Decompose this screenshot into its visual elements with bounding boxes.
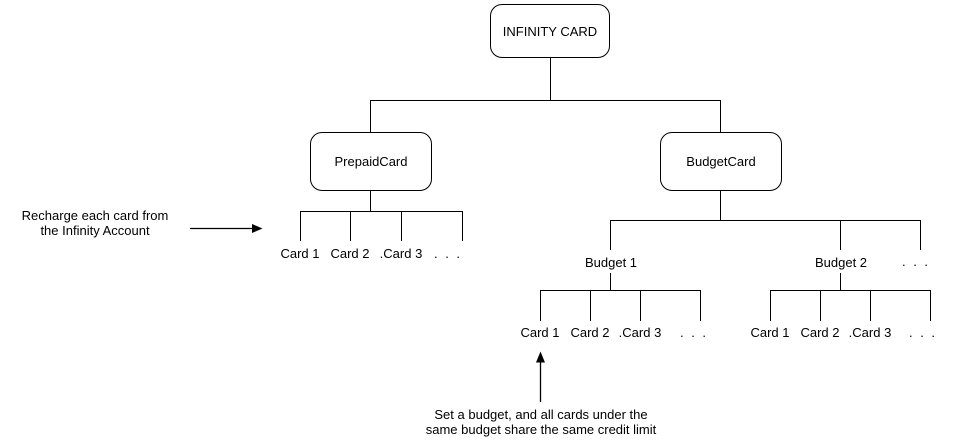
leaf-budget2-card1: Card 1 bbox=[750, 325, 790, 340]
leaf-prepaid-card3: .Card 3 bbox=[379, 246, 423, 261]
annotation-recharge-line1: Recharge each card from bbox=[21, 208, 169, 223]
leaf-prepaid-card1: Card 1 bbox=[280, 246, 320, 261]
leaf-prepaid-card2: Card 2 bbox=[330, 246, 370, 261]
annotation-budget-note-line1: Set a budget, and all cards under the bbox=[434, 407, 648, 422]
leaf-budget1-card2: Card 2 bbox=[570, 325, 610, 340]
leaf-budget2-card3: .Card 3 bbox=[848, 325, 892, 340]
budget-note-arrow bbox=[536, 351, 545, 402]
label-budget1: Budget 1 bbox=[584, 255, 638, 270]
recharge-arrow bbox=[190, 224, 263, 233]
annotation-budget-note-line2: same budget share the same credit limit bbox=[425, 422, 657, 437]
budget-ellipsis: . . . bbox=[901, 254, 931, 269]
node-budgetcard: BudgetCard bbox=[660, 132, 782, 191]
prepaid-ellipsis: . . . bbox=[433, 246, 463, 261]
leaf-budget1-card1: Card 1 bbox=[520, 325, 560, 340]
node-infinity-card: INFINITY CARD bbox=[490, 4, 610, 58]
annotation-budget-note: Set a budget, and all cards under the sa… bbox=[411, 407, 671, 437]
label-budget2: Budget 2 bbox=[814, 255, 868, 270]
annotation-recharge: Recharge each card from the Infinity Acc… bbox=[2, 208, 188, 238]
budget1-ellipsis: . . . bbox=[679, 325, 709, 340]
annotation-recharge-line2: the Infinity Account bbox=[40, 223, 150, 238]
node-prepaidcard: PrepaidCard bbox=[310, 132, 432, 191]
budget2-ellipsis: . . . bbox=[908, 325, 938, 340]
leaf-budget2-card2: Card 2 bbox=[800, 325, 840, 340]
leaf-budget1-card3: .Card 3 bbox=[618, 325, 662, 340]
